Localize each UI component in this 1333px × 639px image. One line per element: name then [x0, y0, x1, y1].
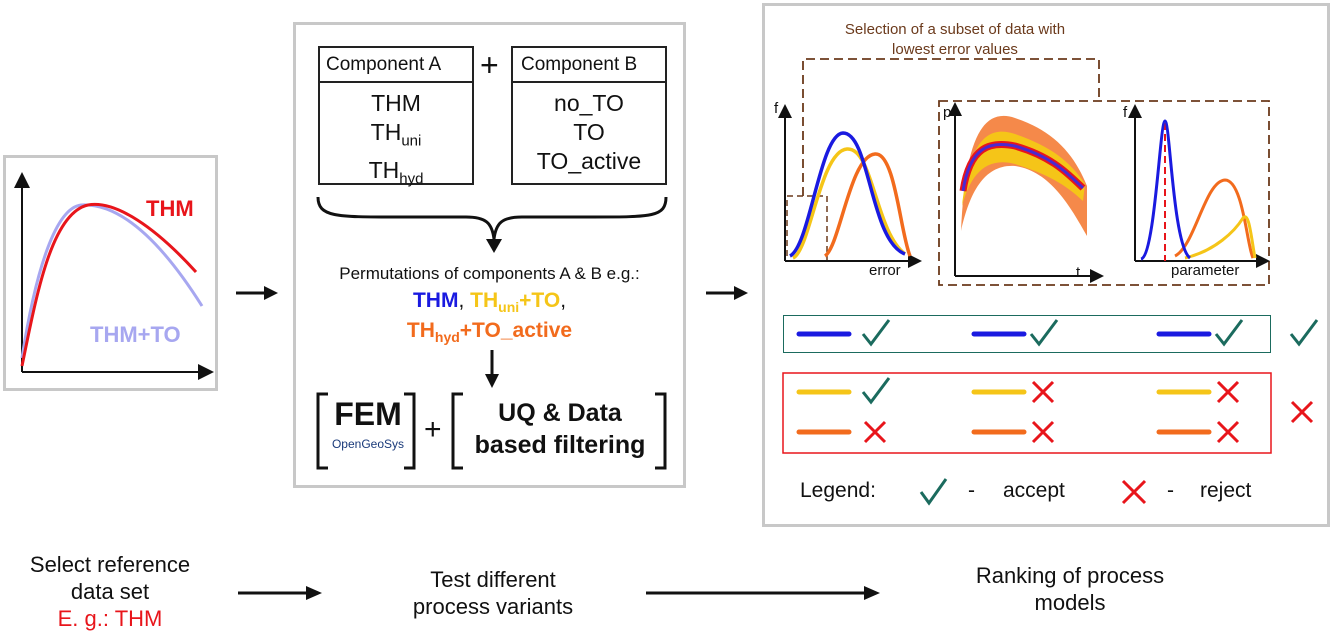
component-a-box: Component A THM THuni THhyd	[318, 46, 474, 187]
bottom-arrow-1	[238, 586, 322, 600]
plus-sign-2: +	[424, 413, 442, 446]
uq-label-line2: based filtering	[474, 431, 646, 459]
step3-label: Ranking of process models	[975, 563, 1165, 615]
plot1-ylabel: f	[774, 100, 779, 117]
plot1-xlabel: error	[869, 262, 901, 279]
parameter-distribution-blue	[1140, 119, 1192, 261]
fem-bracket	[316, 392, 416, 470]
overall-accept-check	[1289, 319, 1319, 347]
component-a-items: THM THuni THhyd	[320, 83, 472, 193]
arrow-1	[236, 286, 278, 300]
reference-curves-plot	[14, 172, 214, 380]
reference-data-panel: THM THM+TO	[3, 155, 218, 391]
selection-caption-line2: lowest error values	[892, 41, 1018, 58]
component-a-title: Component A	[320, 48, 472, 83]
selection-connector	[802, 58, 1100, 196]
error-distribution-blue	[788, 131, 906, 258]
time-series-yellow-band	[962, 131, 1085, 206]
error-distribution-orange	[823, 152, 912, 258]
step1-label: Select reference data set E. g.: THM	[0, 551, 220, 632]
opengeosys-logo: OpenGeoSys	[331, 437, 405, 451]
arrow-down	[485, 350, 499, 388]
overall-reject-cross	[1290, 400, 1314, 424]
parameter-distribution-orange	[1174, 178, 1255, 259]
legend-reject-dash: -	[1167, 479, 1174, 502]
legend-accept-icon	[919, 478, 948, 506]
thm-curve	[20, 202, 198, 367]
selection-caption-line1: Selection of a subset of data with	[844, 21, 1066, 38]
component-b-item: no_TO	[554, 90, 624, 116]
step2-label: Test different process variants	[412, 567, 574, 619]
permutation-line-1: THM, THuni+TO,	[412, 289, 567, 316]
component-b-item: TO_active	[536, 148, 642, 174]
thm-curve-label: THM	[146, 196, 194, 221]
permutation-line-2: THhyd+TO_active	[406, 319, 573, 346]
component-a-item: THuni	[370, 119, 422, 150]
plot2-ylabel: p	[943, 104, 952, 121]
bottom-arrow-2	[646, 586, 880, 600]
rejected-models-block	[782, 372, 1272, 454]
step1-example: E. g.: THM	[57, 606, 163, 631]
component-b-item: TO	[573, 119, 605, 145]
perm-thm: THM	[412, 289, 459, 312]
plot2-xlabel: t	[1076, 264, 1081, 281]
plus-sign: +	[480, 47, 499, 83]
curly-brace	[316, 196, 668, 253]
plot3-ylabel: f	[1123, 104, 1128, 121]
uq-label-line1: UQ & Data	[498, 399, 622, 427]
plot3-xlabel: parameter	[1171, 262, 1240, 279]
component-b-title: Component B	[513, 48, 665, 83]
perm-th-uni-to: THuni+TO	[470, 289, 561, 316]
permutations-label: Permutations of components A & B e.g.:	[339, 264, 640, 283]
selected-subset-frame	[938, 100, 1270, 286]
thm-to-curve-label: THM+TO	[90, 322, 181, 347]
component-a-item: THhyd	[368, 156, 424, 188]
component-b-items: no_TO TO TO_active	[513, 83, 665, 176]
legend-reject-label: reject	[1200, 479, 1252, 502]
accepted-model-row	[783, 315, 1271, 353]
selection-plots	[778, 58, 1270, 286]
ranking-panel: Selection of a subset of data with lowes…	[762, 3, 1330, 527]
error-distribution-yellow	[791, 147, 907, 260]
time-series-blue	[961, 142, 1085, 192]
process-variants-panel: Component A THM THuni THhyd + Component …	[293, 22, 686, 488]
ranking-table	[782, 319, 1319, 454]
thm-to-curve	[20, 203, 204, 359]
legend-accept-label: accept	[1003, 479, 1065, 502]
parameter-distribution-yellow	[1184, 215, 1257, 260]
component-a-item: THM	[371, 90, 421, 116]
legend-reject-icon	[1121, 479, 1147, 505]
arrow-2	[706, 286, 748, 300]
fem-label: FEM	[334, 396, 402, 432]
component-b-box: Component B no_TO TO TO_active	[511, 46, 667, 185]
uq-bracket	[451, 392, 667, 470]
legend-accept-dash: -	[968, 479, 975, 502]
legend-label: Legend:	[800, 479, 876, 502]
